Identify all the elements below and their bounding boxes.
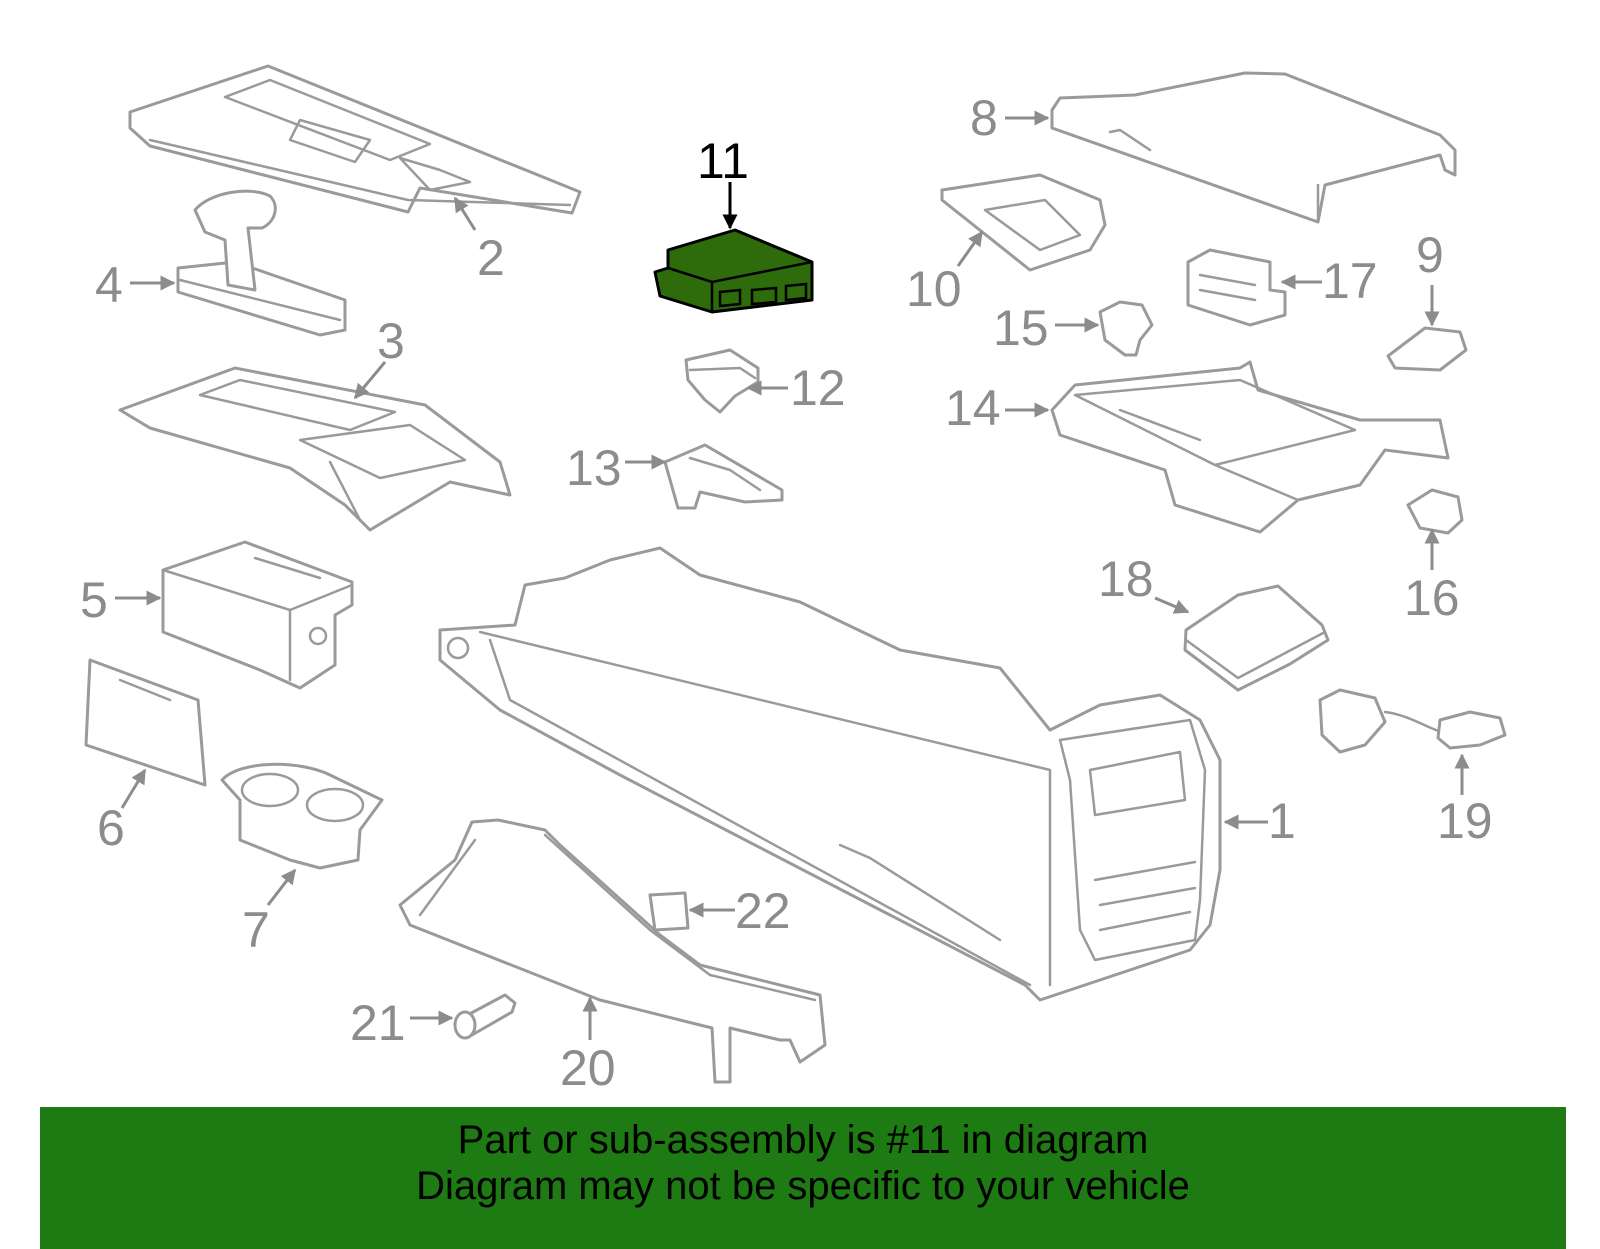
callout-9: 9 <box>1416 227 1444 283</box>
part-14-console-tray <box>1050 360 1450 534</box>
part-17-outlet <box>1186 248 1287 327</box>
callout-17: 17 <box>1322 253 1378 309</box>
callout-6: 6 <box>97 800 125 856</box>
callout-18: 18 <box>1098 551 1154 607</box>
part-12-switch <box>684 348 760 414</box>
part-8-armrest-lid <box>1050 71 1457 224</box>
callout-labels: 1 2 3 4 5 6 7 8 9 10 11 12 13 14 15 16 1… <box>80 90 1493 1096</box>
part-13-bracket <box>663 443 784 510</box>
callout-22: 22 <box>735 883 791 939</box>
part-11-module-highlighted <box>653 228 814 314</box>
notice-banner: Part or sub-assembly is #11 in diagram D… <box>40 1107 1566 1249</box>
callout-16: 16 <box>1404 570 1460 626</box>
callout-14: 14 <box>945 380 1001 436</box>
banner-line-2: Diagram may not be specific to your vehi… <box>416 1164 1190 1208</box>
callout-4: 4 <box>95 257 123 313</box>
part-7-cup-holder <box>220 762 384 870</box>
callout-21: 21 <box>350 995 406 1051</box>
part-22-clip <box>648 891 690 932</box>
part-9-clip <box>1386 326 1468 372</box>
callout-8: 8 <box>970 90 998 146</box>
part-15-clip <box>1098 300 1154 357</box>
part-20-lower-trim <box>398 818 827 1084</box>
callout-13: 13 <box>566 440 622 496</box>
banner-line-1: Part or sub-assembly is #11 in diagram <box>457 1118 1149 1162</box>
part-5-storage-bin <box>161 540 354 690</box>
callout-11: 11 <box>697 133 749 189</box>
callout-12: 12 <box>790 360 846 416</box>
callout-20: 20 <box>560 1040 616 1096</box>
callout-7: 7 <box>242 902 270 958</box>
callout-5: 5 <box>80 572 108 628</box>
part-3-console-bracket <box>118 366 512 532</box>
leader-lines <box>115 110 1470 1040</box>
part-21-bolt <box>453 993 517 1040</box>
part-1-console-body <box>438 546 1222 1002</box>
part-18-module <box>1183 584 1330 692</box>
callout-15: 15 <box>993 300 1049 356</box>
part-19-harness <box>1318 688 1507 754</box>
part-6-panel <box>84 658 207 787</box>
callout-10: 10 <box>906 261 962 317</box>
part-2-trim-plate <box>128 64 582 215</box>
callout-1: 1 <box>1268 793 1296 849</box>
part-4-shifter-bezel <box>176 189 347 337</box>
part-16-clip <box>1406 488 1464 535</box>
part-10-tray <box>940 173 1107 272</box>
callout-2: 2 <box>477 230 505 286</box>
callout-3: 3 <box>377 313 405 369</box>
callout-19: 19 <box>1437 793 1493 849</box>
